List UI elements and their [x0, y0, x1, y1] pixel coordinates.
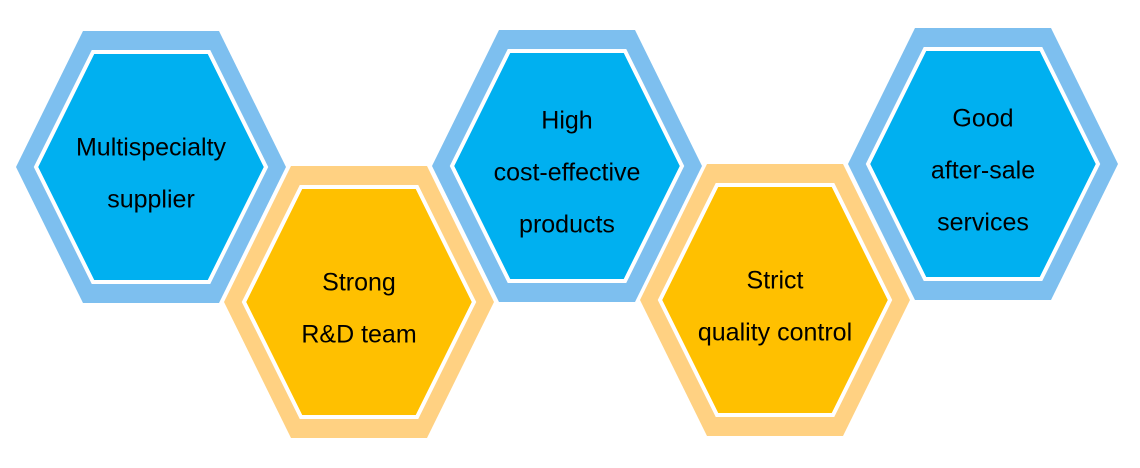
hexagon-1: Multispecialty supplier [16, 31, 286, 303]
hexagon-inner-fill [657, 183, 893, 417]
hexagon-label-line: cost-effective [494, 159, 641, 187]
hexagon-inner-fill [865, 47, 1101, 281]
hexagon-label-line: Good [952, 105, 1013, 133]
hexagon-5: Good after-sale services [848, 28, 1118, 300]
hexagon-inner-fill [241, 185, 477, 419]
hexagon-label-line: after-sale [931, 157, 1035, 185]
hexagon-4: Strict quality control [640, 164, 910, 436]
hexagon-label-line: High [541, 107, 592, 135]
hexagon-label-line: supplier [107, 186, 195, 214]
hexagon-label-line: Strict [747, 267, 804, 295]
hexagon-label-line: services [937, 209, 1029, 237]
hexagon-inner-fill [449, 49, 685, 283]
hexagon-label-line: quality control [698, 319, 852, 347]
hexagon-label-line: Strong [322, 269, 396, 297]
hexagon-label-line: R&D team [301, 321, 416, 349]
hexagon-label-line: Multispecialty [76, 134, 227, 162]
hexagon-label-line: products [519, 211, 615, 239]
hexagon-inner-fill [33, 50, 269, 284]
hexagon-3: High cost-effective products [432, 30, 702, 302]
